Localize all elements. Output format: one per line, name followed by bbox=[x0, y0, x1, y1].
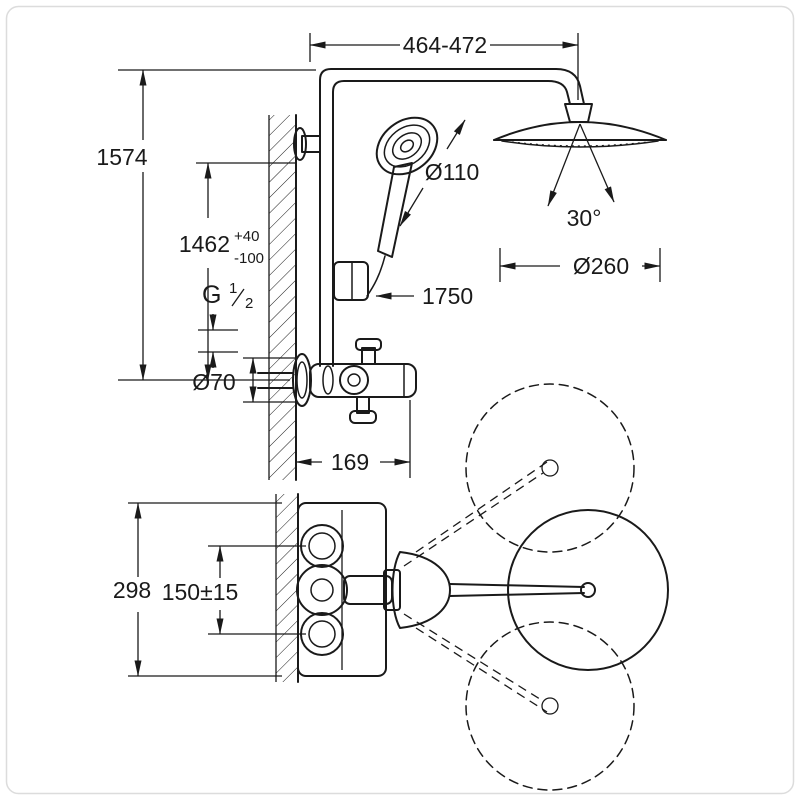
dim-wall-height: 1462 +40 -100 bbox=[179, 162, 296, 381]
hand-shower-front bbox=[366, 116, 439, 297]
shower-pipe bbox=[319, 68, 593, 367]
dim-width-range: 464-472 bbox=[309, 32, 579, 100]
front-view bbox=[257, 68, 667, 481]
dim-swivel-angle-label: 30° bbox=[567, 205, 602, 231]
dim-escutcheon: Ø70 bbox=[192, 357, 296, 403]
thread-letter: G bbox=[202, 281, 221, 309]
dim-inlet-spacing: 150±15 bbox=[162, 545, 306, 635]
dim-headshower: Ø260 bbox=[499, 248, 661, 282]
dim-wall-height-tol-plus: +40 bbox=[234, 228, 259, 245]
dim-wall-clearance: 169 bbox=[295, 400, 411, 478]
dim-total-height-label: 1574 bbox=[96, 144, 147, 170]
dim-swivel-angle: 30° bbox=[547, 123, 615, 231]
handshower-holder bbox=[333, 261, 369, 301]
dim-plan-depth: 298 bbox=[113, 502, 282, 677]
dim-wall-clearance-label: 169 bbox=[331, 449, 369, 475]
dimensions: 464-472 1574 1462 +40 -100 G 1 2 bbox=[96, 32, 661, 677]
dim-inlet-spacing-label: 150±15 bbox=[162, 579, 239, 605]
wall-section-front bbox=[268, 114, 297, 481]
dim-wall-height-tol-minus: -100 bbox=[234, 250, 264, 267]
valve-body-plan bbox=[296, 502, 401, 677]
dim-plan-depth-label: 298 bbox=[113, 577, 151, 603]
head-shower-plan bbox=[507, 509, 669, 671]
thread-frac-den: 2 bbox=[245, 295, 253, 312]
wall-bracket bbox=[293, 127, 321, 161]
dim-hose-label: 1750 bbox=[422, 283, 473, 309]
thread-frac-num: 1 bbox=[229, 280, 237, 297]
thermostat-valve-front bbox=[292, 338, 417, 424]
dim-total-height: 1574 bbox=[96, 69, 316, 381]
dim-hose: 1750 bbox=[375, 283, 473, 309]
dim-headshower-label: Ø260 bbox=[573, 253, 629, 279]
dim-handshower: Ø110 bbox=[399, 119, 480, 227]
dim-escutcheon-label: Ø70 bbox=[192, 369, 235, 395]
dim-handshower-label: Ø110 bbox=[425, 159, 480, 185]
dim-thread: G 1 2 bbox=[198, 280, 253, 368]
wall-section-plan bbox=[275, 493, 299, 683]
supply-stub bbox=[257, 372, 294, 389]
swivel-range-plan bbox=[403, 383, 635, 791]
hand-shower-plan bbox=[391, 551, 596, 629]
dim-width-range-label: 464-472 bbox=[403, 32, 487, 58]
head-shower-front bbox=[493, 121, 667, 148]
plan-view bbox=[275, 383, 669, 791]
dim-wall-height-label: 1462 bbox=[179, 231, 230, 257]
image-frame bbox=[5, 5, 795, 795]
